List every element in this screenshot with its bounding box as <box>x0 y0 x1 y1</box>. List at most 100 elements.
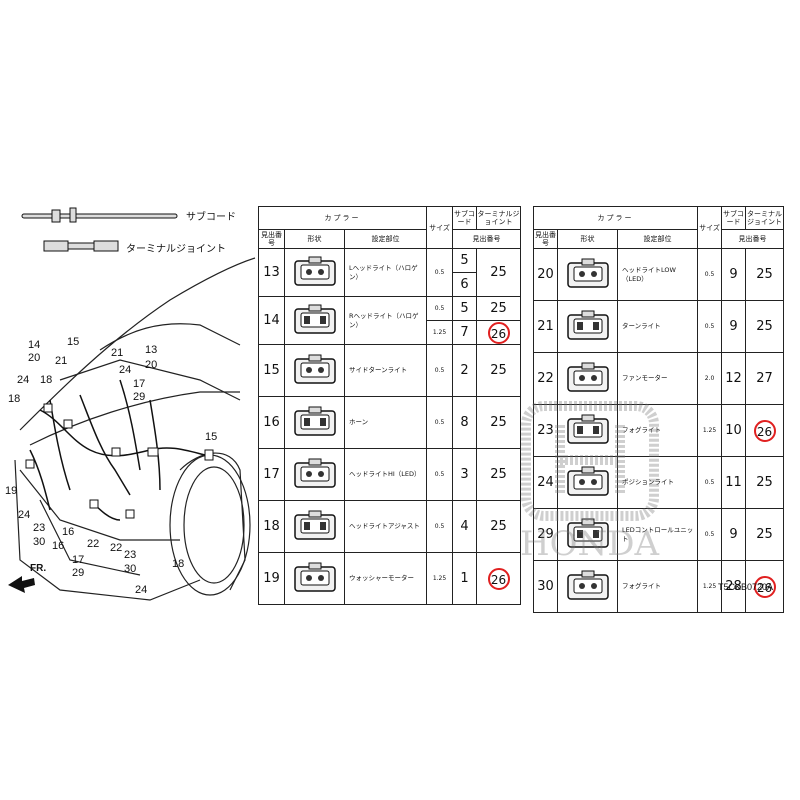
terminal-value: 25 <box>490 467 507 482</box>
subcode-value: 9 <box>721 300 747 353</box>
index-number: 21 <box>533 300 558 353</box>
index-number: 18 <box>258 500 285 553</box>
callout: 18 <box>172 558 184 570</box>
header-sub: サブコード <box>721 206 747 230</box>
car-body-outline <box>14 257 256 601</box>
terminal-cell: 25 <box>476 396 522 449</box>
callout-labels: 14 20 18 21 15 24 18 19 24 23 30 16 16 1… <box>5 336 217 596</box>
callout: 21 <box>111 347 123 359</box>
subcode-value: 12 <box>721 352 747 405</box>
legend-terminal-label: ターミナルジョイント <box>126 244 226 255</box>
terminal-value: 25 <box>490 415 507 430</box>
size-value: 0.5 <box>426 248 454 297</box>
terminal-circled: 26 <box>487 321 510 344</box>
location-label: ヘッドライトアジャスト <box>343 500 428 553</box>
document-code: T5CKB0720A <box>718 582 774 592</box>
callout: 20 <box>28 352 40 364</box>
subcode-value: 2 <box>452 344 478 397</box>
connector-shape <box>557 508 618 561</box>
callout: 24 <box>17 374 29 386</box>
legend-terminal-symbol <box>43 240 119 252</box>
size-value: 0.5 <box>426 296 454 321</box>
callout: 24 <box>119 364 131 376</box>
terminal-cell: 26 <box>476 320 522 345</box>
location-label: Rヘッドライト（ハロゲン） <box>343 296 428 345</box>
connector-shape-icon <box>293 562 336 592</box>
watermark-text: HONDA <box>520 524 660 564</box>
callout: 18 <box>40 374 52 386</box>
header-index: 見出番号 <box>258 229 285 249</box>
size-value: 0.5 <box>426 500 454 553</box>
connector-shape-icon <box>566 362 609 392</box>
location-label: ヘッドライトHI（LED） <box>343 448 428 501</box>
index-number: 19 <box>258 552 285 605</box>
subcode-value: 3 <box>452 448 478 501</box>
index-number: 15 <box>258 344 285 397</box>
header-size: サイズ <box>426 206 454 249</box>
header-shape: 形状 <box>557 229 618 249</box>
header-location: 設定部位 <box>616 229 699 249</box>
connector-shape <box>557 560 618 613</box>
terminal-value: 25 <box>756 475 773 490</box>
header-terminal: ターミナルジョイント <box>476 206 522 230</box>
callout: 15 <box>67 336 79 348</box>
header-terminal-index: 見出番号 <box>721 229 785 249</box>
terminal-value: 25 <box>756 319 773 334</box>
connector-shape-icon <box>566 258 609 288</box>
size-value: 0.5 <box>426 396 454 449</box>
header-sub: サブコード <box>452 206 478 230</box>
callout: 29 <box>72 567 84 579</box>
location-label: ヘッドライトLOW（LED） <box>616 248 699 301</box>
connector-shape <box>284 500 345 553</box>
header-terminal: ターミナルジョイント <box>745 206 785 230</box>
subcode-value: 8 <box>452 396 478 449</box>
front-arrow-icon <box>8 576 35 593</box>
connector-shape-icon <box>293 354 336 384</box>
callout: 13 <box>145 344 157 356</box>
subcode-value: 5 <box>452 248 478 273</box>
terminal-cell: 25 <box>745 456 785 509</box>
size-value: 0.5 <box>426 448 454 501</box>
index-number: 23 <box>533 404 558 457</box>
location-label: ホーン <box>343 396 428 449</box>
connector-shape-icon <box>566 414 609 444</box>
honda-watermark-logo: HONDA <box>520 401 660 564</box>
callout: 21 <box>55 355 67 367</box>
subcode-value: 5 <box>452 296 478 321</box>
location-label: フォグライト <box>616 560 699 613</box>
index-number: 13 <box>258 248 285 297</box>
terminal-cell: 27 <box>745 352 785 405</box>
header-coupler: カプラー <box>257 206 428 230</box>
location-label: Lヘッドライト（ハロゲン） <box>343 248 428 297</box>
header-shape: 形状 <box>284 229 345 249</box>
callout: 23 <box>124 549 136 561</box>
connector-shape <box>557 248 618 301</box>
terminal-value: 25 <box>490 519 507 534</box>
header-terminal-index: 見出番号 <box>452 229 522 249</box>
terminal-circled: 26 <box>487 567 510 590</box>
terminal-cell: 26 <box>745 404 785 457</box>
index-number: 29 <box>533 508 558 561</box>
connector-shape-icon <box>293 304 336 334</box>
callout: 24 <box>135 584 147 596</box>
size-value: 1.25 <box>426 320 454 345</box>
index-number: 16 <box>258 396 285 449</box>
location-label: ファンモーター <box>616 352 699 405</box>
size-value: 0.5 <box>426 344 454 397</box>
callout: 15 <box>205 431 217 443</box>
connector-shape <box>284 552 345 605</box>
front-label: FR. <box>30 563 47 574</box>
connector-shape <box>557 300 618 353</box>
terminal-cell: 25 <box>745 300 785 353</box>
